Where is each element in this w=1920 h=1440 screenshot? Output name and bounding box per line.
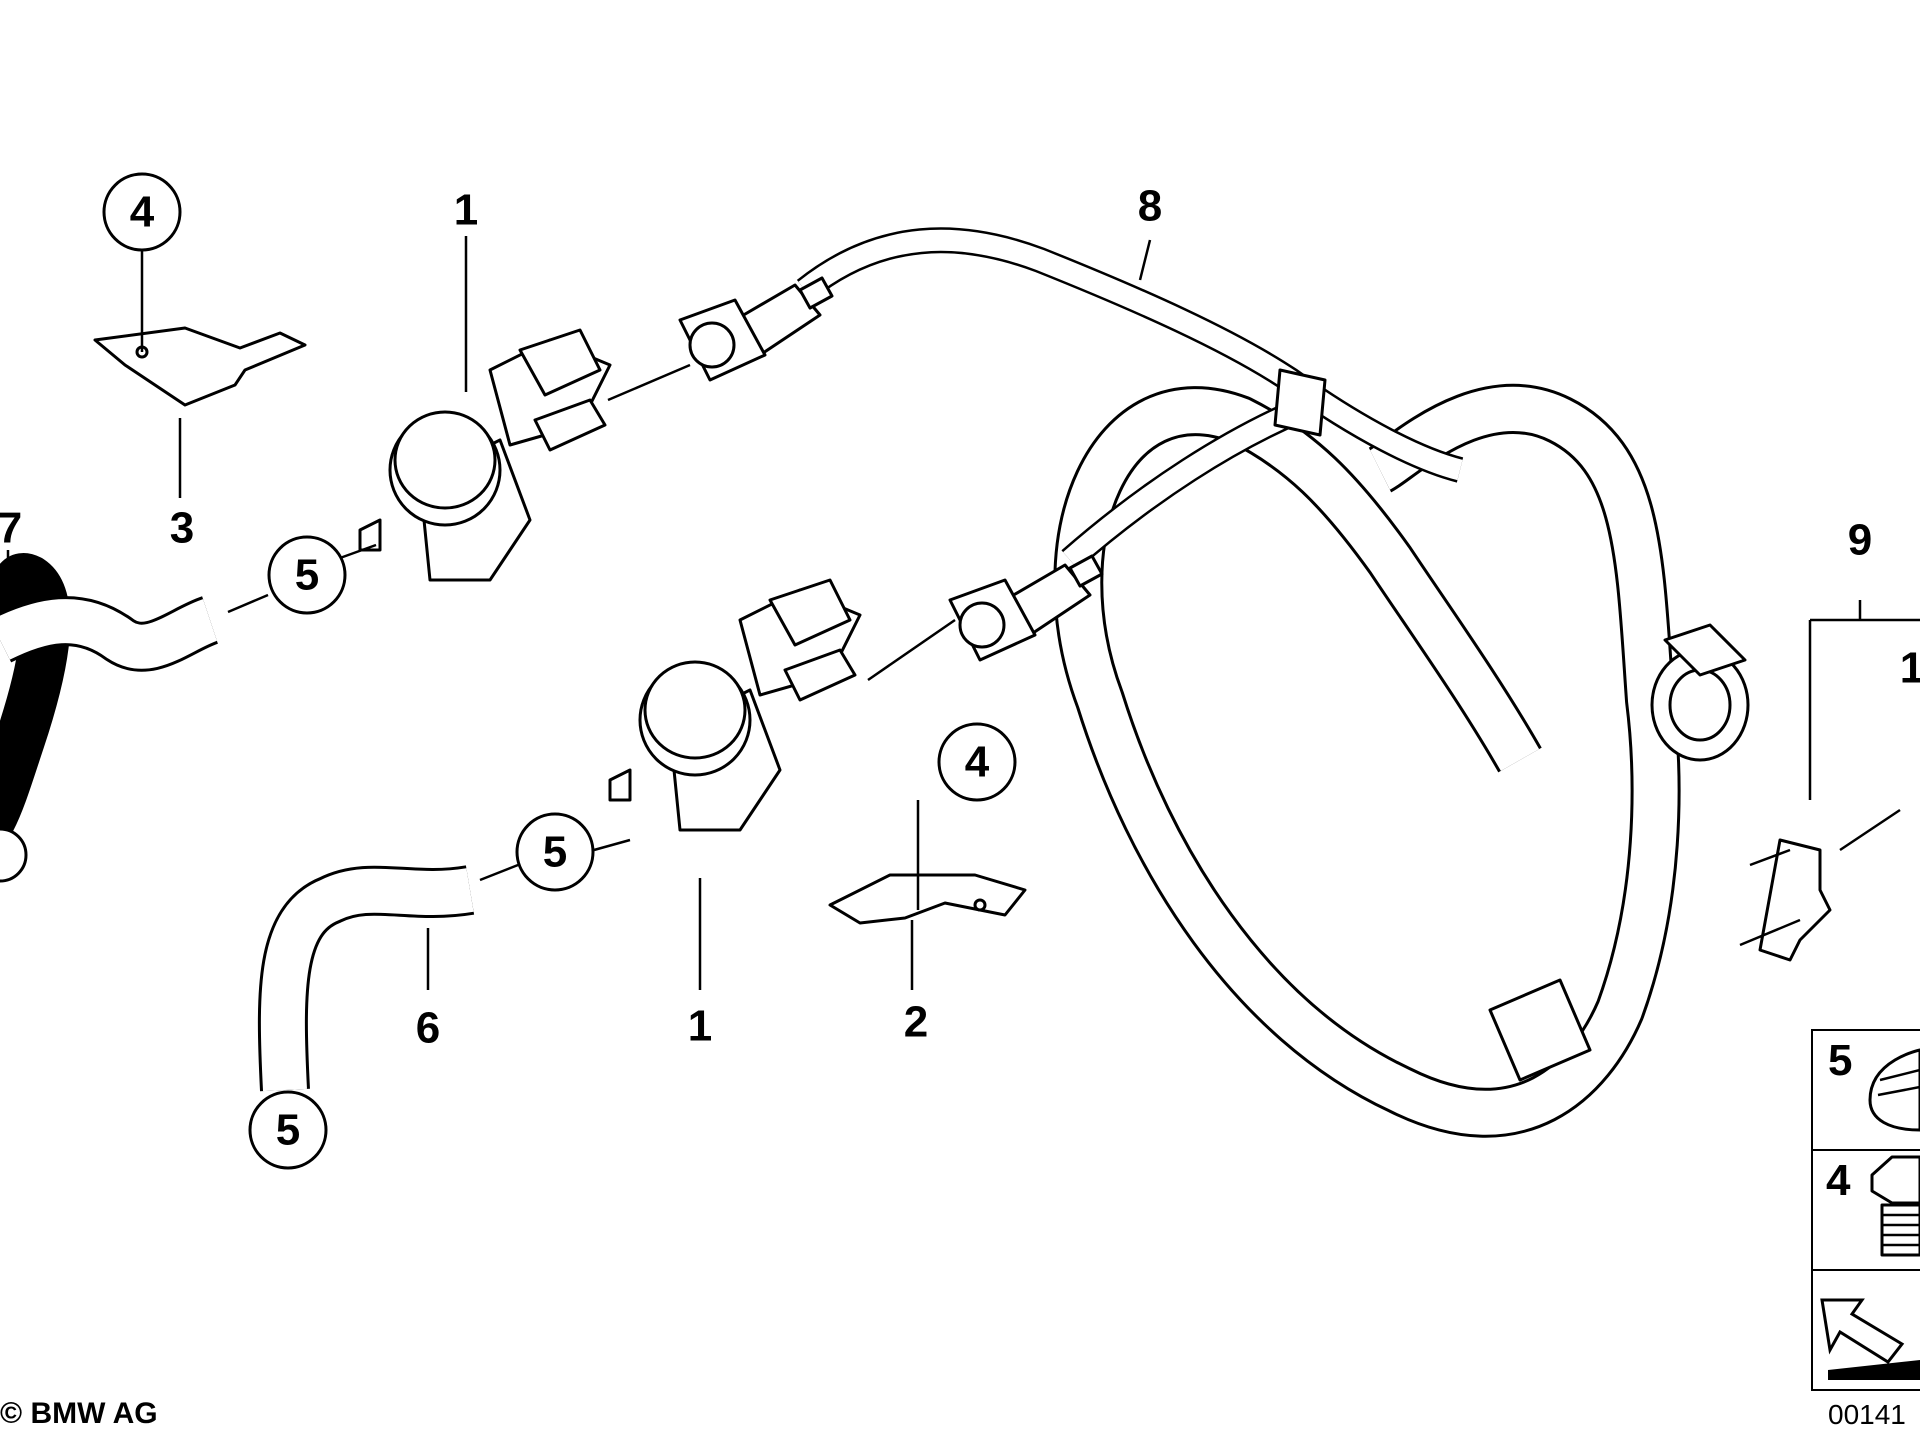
callout-1-right: 1 <box>1900 644 1920 693</box>
callout-6: 6 <box>416 1004 440 1053</box>
hose-8 <box>678 227 1464 662</box>
callout-1-lower: 1 <box>688 1002 712 1051</box>
callout-9: 9 <box>1848 516 1872 565</box>
callout-2: 2 <box>904 998 928 1047</box>
main-hose-loop <box>1053 383 1750 1138</box>
callout-text: 5 <box>543 828 567 877</box>
callout-5-bottom: 5 <box>248 1090 328 1170</box>
solenoid-valve-upper <box>358 328 612 582</box>
callout-text: 5 <box>276 1106 300 1155</box>
callout-4-mid: 4 <box>937 722 1017 802</box>
callout-text: 4 <box>965 738 990 787</box>
hose-7 <box>0 553 219 883</box>
diagram-code: 00141 <box>1828 1399 1906 1430</box>
hose-clamp-icon <box>1868 1048 1920 1132</box>
callout-7: 7 <box>0 504 22 553</box>
callout-5-lower: 5 <box>515 812 595 892</box>
callout-4-top-left: 4 <box>102 172 182 252</box>
connector-upper <box>678 276 834 382</box>
callout-text: 5 <box>295 551 319 600</box>
bolt-icon <box>1870 1155 1920 1257</box>
connector-lower <box>948 554 1104 662</box>
bracket-3 <box>93 326 307 407</box>
hose-6 <box>257 865 475 1092</box>
legend-item-4: 4 <box>1826 1156 1851 1205</box>
callout-3: 3 <box>170 504 194 553</box>
arrow-icon <box>1820 1298 1920 1380</box>
callout-8: 8 <box>1138 182 1162 231</box>
legend-item-5: 5 <box>1828 1036 1852 1085</box>
leader-lines <box>6 236 1920 990</box>
callout-5-upper: 5 <box>267 535 347 615</box>
legend-panel: 5 4 <box>1811 1029 1920 1391</box>
callout-1-upper: 1 <box>454 186 478 235</box>
callout-text: 4 <box>130 188 155 237</box>
bracket-2 <box>828 873 1027 925</box>
solenoid-valve-lower <box>608 578 862 832</box>
copyright-text: © BMW AG <box>0 1397 158 1430</box>
hose-clamp <box>1650 623 1750 762</box>
